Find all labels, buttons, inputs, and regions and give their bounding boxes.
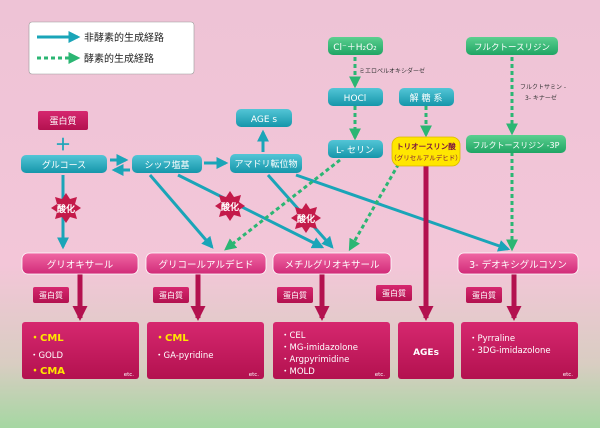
methylglyoxal-node: メチルグリオキサール — [272, 252, 392, 275]
product-item: ・CMA — [30, 366, 65, 377]
burst-icon — [291, 203, 321, 233]
mpo-label: ミエロペルオキシダーゼ — [359, 67, 425, 75]
product-item: ・CML — [155, 333, 189, 344]
oxidation-burst-1: 酸化 — [51, 193, 81, 223]
etc-label: etc. — [124, 372, 135, 378]
product-item: ・GA-pyridine — [155, 351, 213, 361]
oxidation-label-1: 酸化 — [57, 203, 75, 215]
triose-node: トリオースリン酸 （グリセルアルデヒド） — [390, 136, 462, 167]
arrow-triose-methylglyoxal — [348, 157, 404, 252]
ages-top-node: AGE s — [236, 109, 292, 127]
triose-label-2: （グリセルアルデヒド） — [390, 153, 461, 162]
fructose-lysine-label: フルクトースリジン — [474, 43, 550, 53]
glucose-node: グルコース — [21, 155, 107, 173]
glycolaldehyde-products-box: ・CML ・GA-pyridine etc. — [147, 322, 264, 379]
amadori-node: アマドリ転位物 — [230, 154, 302, 173]
protein-tag-3: 蛋白質 — [277, 287, 313, 303]
protein-tag-label: 蛋白質 — [382, 288, 406, 298]
plus-sign: ＋ — [55, 135, 71, 154]
arrow-schiff-methylglyoxal — [177, 173, 325, 249]
etc-label: etc. — [375, 372, 386, 378]
fructose-lysine-3p-node: フルクトースリジン -3P — [466, 135, 566, 153]
protein-node: 蛋白質 — [38, 111, 88, 130]
etc-label: etc. — [563, 372, 574, 378]
product-item: ・MOLD — [281, 367, 315, 377]
protein-label: 蛋白質 — [49, 115, 76, 127]
oxidation-label-2: 酸化 — [221, 201, 239, 213]
product-item: ・CML — [30, 333, 64, 344]
triose-label-1: トリオースリン酸 — [396, 141, 456, 151]
fructose-lysine-3p-label: フルクトースリジン -3P — [473, 141, 560, 150]
connectors — [57, 57, 522, 321]
protein-tag-4: 蛋白質 — [376, 285, 412, 301]
glycolysis-label: 解 糖 系 — [410, 92, 443, 104]
protein-tag-label: 蛋白質 — [39, 290, 63, 300]
arrow-schiff-glycolaldehyde — [148, 174, 214, 249]
schiff-node: シッフ塩基 — [132, 155, 202, 173]
l-serine-label: L- セリン — [336, 145, 374, 156]
oxidation-burst-2: 酸化 — [215, 191, 245, 221]
hocl-node: HOCl — [328, 88, 383, 106]
protein-tag-label: 蛋白質 — [283, 290, 307, 300]
cl-h2o2-node: Cl⁻＋H₂O₂ — [328, 37, 383, 55]
oxidation-label-3: 酸化 — [297, 213, 315, 225]
arrow-serine-glycolaldehyde — [224, 158, 341, 251]
ages-bottom-label: AGEs — [413, 348, 439, 358]
l-serine-node: L- セリン — [328, 140, 383, 158]
glyoxal-label: グリオキサール — [47, 259, 114, 271]
legend-non-enzymatic: 非酵素的生成経路 — [84, 31, 164, 44]
glyoxal-products-box: ・CML ・GOLD ・CMA etc. — [22, 322, 139, 379]
product-item: ・Pyrraline — [469, 334, 515, 344]
protein-tag-label: 蛋白質 — [159, 290, 183, 300]
protein-tag-2: 蛋白質 — [153, 287, 189, 303]
burst-icon — [51, 193, 81, 223]
glycolysis-node: 解 糖 系 — [399, 88, 454, 106]
ages-top-label: AGE s — [251, 115, 278, 125]
ages-bottom-box: AGEs — [398, 322, 454, 379]
legend-enzymatic: 酵素的生成経路 — [84, 52, 154, 65]
cl-h2o2-label: Cl⁻＋H₂O₂ — [333, 42, 377, 53]
glycolaldehyde-label: グリコールアルデヒド — [159, 259, 254, 271]
deoxyglucosone-products-box: ・Pyrraline ・3DG-imidazolone etc. — [461, 322, 578, 379]
oxidation-burst-3: 酸化 — [291, 203, 321, 233]
protein-tag-1: 蛋白質 — [33, 287, 69, 303]
product-item: ・GOLD — [30, 351, 64, 361]
product-item: ・MG-imidazolone — [281, 343, 358, 353]
protein-tag-5: 蛋白質 — [466, 287, 502, 303]
schiff-label: シッフ塩基 — [144, 159, 189, 171]
protein-tag-label: 蛋白質 — [472, 290, 496, 300]
arrow-amadori-deoxyglucosone — [295, 173, 511, 252]
amadori-label: アマドリ転位物 — [234, 158, 297, 170]
legend: 非酵素的生成経路 酵素的生成経路 — [28, 21, 195, 75]
methylglyoxal-label: メチルグリオキサール — [284, 259, 380, 271]
deoxyglucosone-node: 3- デオキシグルコソン — [457, 252, 579, 275]
product-item: ・3DG-imidazolone — [469, 346, 551, 356]
hocl-label: HOCl — [344, 94, 367, 104]
product-item: ・Argpyrimidine — [281, 355, 349, 365]
fructose-lysine-node: フルクトースリジン — [466, 37, 558, 55]
product-item: ・CEL — [281, 331, 306, 341]
deoxyglucosone-label: 3- デオキシグルコソン — [469, 259, 567, 271]
methylglyoxal-products-box: ・CEL ・MG-imidazolone ・Argpyrimidine ・MOL… — [273, 322, 390, 379]
fructosamine-label-1: フルクトサミン - — [520, 84, 566, 91]
burst-icon — [215, 191, 245, 221]
fructosamine-label-2: 3- キナーゼ — [525, 94, 557, 102]
etc-label: etc. — [249, 372, 260, 378]
glucose-label: グルコース — [42, 159, 86, 171]
glycolaldehyde-node: グリコールアルデヒド — [145, 252, 267, 275]
glyoxal-node: グリオキサール — [21, 252, 139, 275]
